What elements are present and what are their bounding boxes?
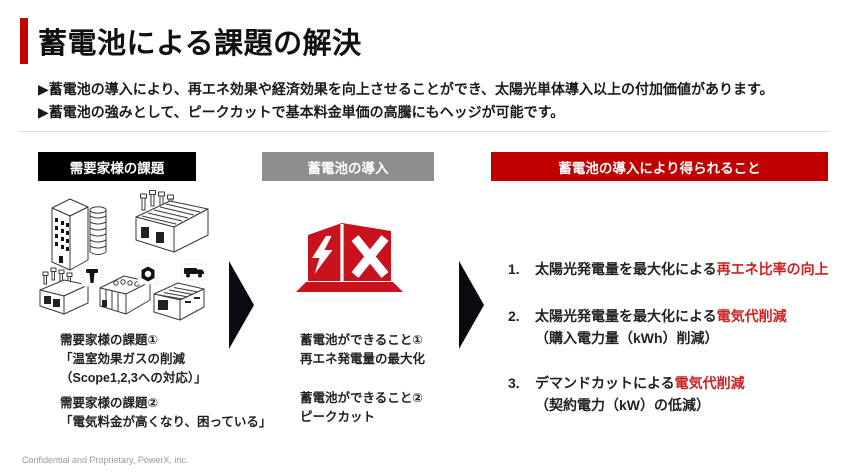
battery-can-block-2: 蓄電池ができること② ピークカット xyxy=(300,389,423,427)
factory-sawtooth-icon xyxy=(135,190,209,253)
problem-1-line1: 「温室効果ガスの削減 xyxy=(60,352,186,366)
powerx-x-logo xyxy=(351,235,389,278)
benefit-3-text: デマンドカットによる xyxy=(535,375,675,391)
divider-line xyxy=(20,131,830,132)
benefit-3-highlight: 電気代削減 xyxy=(674,375,745,391)
header-problem: 需要家様の課題 xyxy=(38,152,196,181)
benefit-item-1: 1. 太陽光発電量を最大化による再エネ比率の向上 xyxy=(508,258,838,280)
flow-arrow-1 xyxy=(229,261,254,349)
problem-2-line1: 「電気料金が高くなり、困っている」 xyxy=(60,415,272,429)
flow-arrow-2 xyxy=(459,261,484,349)
factory-tall-building-icon xyxy=(51,198,107,271)
battery-can-2-text: ピークカット xyxy=(300,410,376,424)
factory-small-2-icon xyxy=(99,275,151,315)
benefit-1-number: 1. xyxy=(508,261,520,277)
title-accent-bar xyxy=(20,18,28,64)
battery-can-1-title: 蓄電池ができること① xyxy=(300,333,423,347)
problem-1-line2: （Scope1,2,3への対応）」 xyxy=(60,371,207,385)
benefit-2-highlight: 電気代削減 xyxy=(716,308,787,324)
benefit-1-text: 太陽光発電量を最大化による xyxy=(535,261,717,277)
powerx-battery-container-icon xyxy=(296,223,403,292)
page-title: 蓄電池による課題の解決 xyxy=(38,28,362,60)
truck-icon xyxy=(181,263,207,281)
factory-small-1-icon xyxy=(39,267,89,315)
container-divider xyxy=(340,224,344,281)
intro-bullet-2: ▶蓄電池の強みとして、ピークカットで基本料金単価の高騰にもヘッジが可能です。 xyxy=(38,104,565,120)
benefit-2-number: 2. xyxy=(508,308,520,324)
factory-small-3-icon xyxy=(153,282,205,321)
benefit-3-number: 3. xyxy=(508,375,520,391)
benefit-3-subline: （契約電力（kW）の低減） xyxy=(535,397,710,413)
header-benefit: 蓄電池の導入により得られること xyxy=(491,152,828,181)
title-row: 蓄電池による課題の解決 xyxy=(20,18,362,64)
bolt-icon xyxy=(81,265,103,287)
header-battery-intro: 蓄電池の導入 xyxy=(262,152,434,181)
problem-block-2: 需要家様の課題② 「電気料金が高くなり、困っている」 xyxy=(60,394,271,432)
problem-1-title: 需要家様の課題① xyxy=(60,333,159,347)
battery-can-block-1: 蓄電池ができること① 再エネ発電量の最大化 xyxy=(300,331,425,369)
benefit-2-subline: （購入電力量（kWh）削減） xyxy=(535,330,719,346)
isometric-factories-illustration xyxy=(39,190,209,321)
benefit-1-highlight: 再エネ比率の向上 xyxy=(716,261,829,277)
benefit-item-2: 2. 太陽光発電量を最大化による電気代削減 （購入電力量（kWh）削減） xyxy=(508,305,838,349)
intro-bullet-1: ▶蓄電池の導入により、再エネ効果や経済効果を向上させることができ、太陽光単体導入… xyxy=(38,81,774,97)
confidentiality-footer: Confidential and Proprietary, PowerX, in… xyxy=(22,455,189,465)
benefit-2-text: 太陽光発電量を最大化による xyxy=(535,308,717,324)
container-base xyxy=(296,282,403,292)
intro-bullets: ▶蓄電池の導入により、再エネ効果や経済効果を向上させることができ、太陽光単体導入… xyxy=(38,78,774,124)
lightning-icon xyxy=(312,236,333,274)
battery-can-1-text: 再エネ発電量の最大化 xyxy=(300,352,426,366)
battery-can-2-title: 蓄電池ができること② xyxy=(300,391,423,405)
nut-icon xyxy=(137,263,159,285)
problem-block-1: 需要家様の課題① 「温室効果ガスの削減 （Scope1,2,3への対応）」 xyxy=(60,331,207,388)
problem-2-title: 需要家様の課題② xyxy=(60,396,159,410)
benefit-item-3: 3. デマンドカットによる電気代削減 （契約電力（kW）の低減） xyxy=(508,372,838,416)
